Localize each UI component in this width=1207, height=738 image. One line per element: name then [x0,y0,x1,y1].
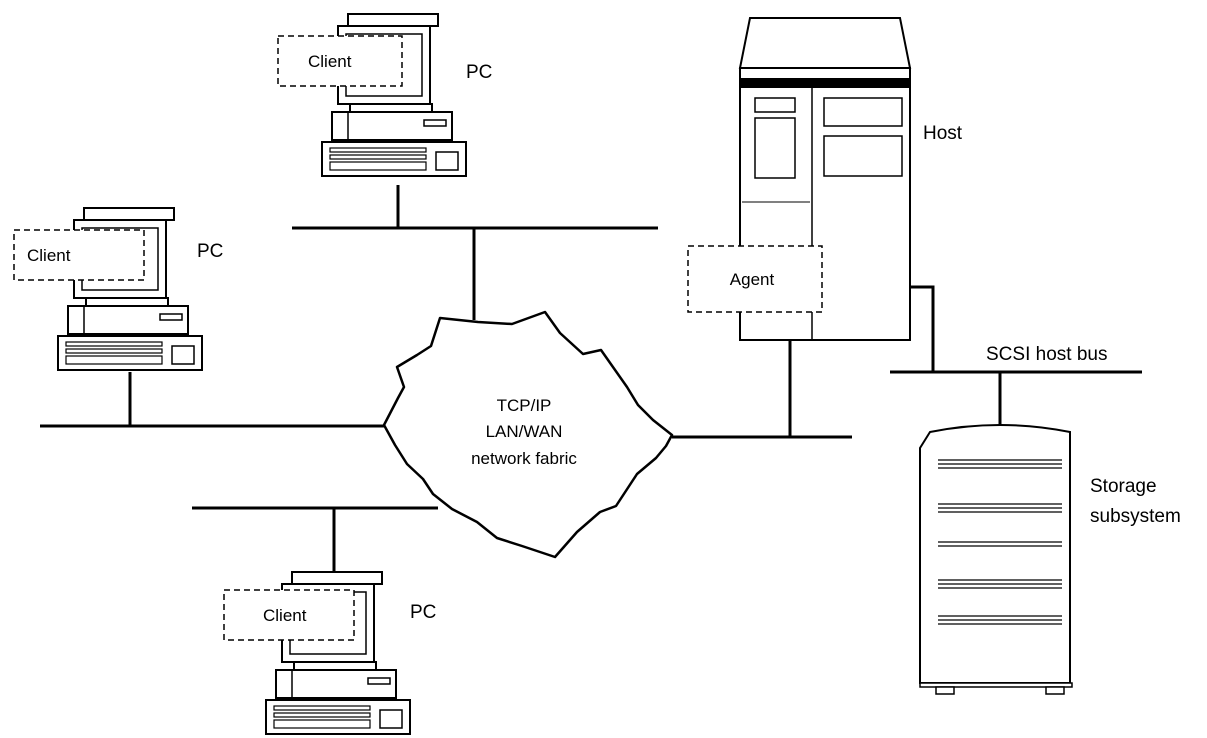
pc-label: PC [197,241,223,262]
host-label: Host [923,123,963,144]
pc-top: Client PC [277,13,492,177]
client-label: Client [263,606,307,625]
client-box [13,229,145,281]
network-cloud: TCP/IP LAN/WAN network fabric [382,310,674,559]
client-box [277,35,403,87]
network-label-line1: TCP/IP [497,396,552,415]
client-label: Client [27,246,71,265]
network-label-line2: LAN/WAN [486,422,563,441]
network-label-line3: network fabric [471,449,577,468]
agent: Agent [687,245,823,313]
network-links [40,185,1142,572]
pc-left: Client PC [13,207,223,371]
pc-label: PC [410,602,436,623]
agent-label: Agent [730,270,775,289]
pc-label: PC [466,62,492,83]
scsi-bus-label: SCSI host bus [986,344,1107,365]
client-box [223,589,355,641]
agent-box [687,245,823,313]
pc-bottom: Client PC [223,571,436,735]
storage-subsystem: Storage subsystem [919,424,1181,695]
storage-label-line2: subsystem [1090,506,1181,527]
client-label: Client [308,52,352,71]
storage-label-line1: Storage [1090,476,1157,497]
